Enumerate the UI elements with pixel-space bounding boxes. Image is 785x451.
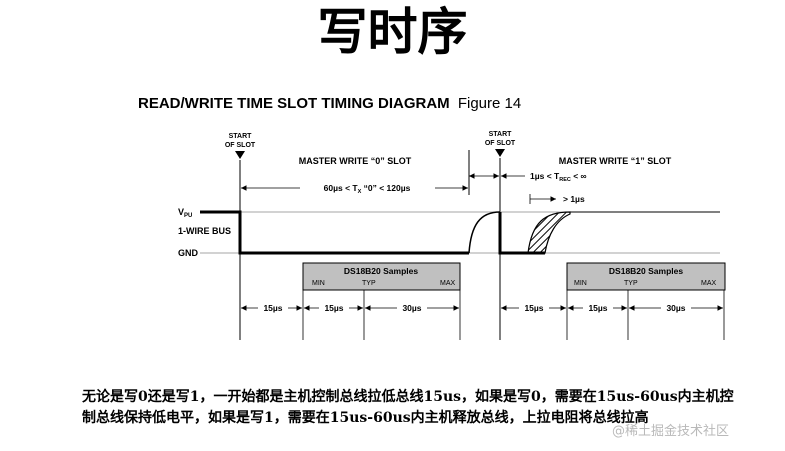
bus-waveform-write1 <box>498 212 528 255</box>
write1-duration-2: 15µs <box>588 303 607 313</box>
start-of-slot-2-line1: START <box>489 131 513 138</box>
watermark: @稀土掘金技术社区 <box>612 424 730 439</box>
bus-label: 1-WIRE BUS <box>178 226 231 236</box>
write1-samples-title: DS18B20 Samples <box>609 266 683 276</box>
diagram-heading-figure: Figure 14 <box>458 95 521 112</box>
write0-samples-box <box>302 262 461 291</box>
start-arrow-1 <box>235 151 245 159</box>
bus-rise-write0 <box>468 211 501 254</box>
slide-title: 写时序 <box>317 2 468 61</box>
bus-release-hatched <box>527 211 571 254</box>
start-of-slot-1-line2: OF SLOT <box>225 142 256 149</box>
start-arrow-2 <box>495 149 505 157</box>
write1-duration-1: 15µs <box>524 303 543 313</box>
release-label: > 1µs <box>563 194 585 204</box>
write1-samples-box <box>566 262 726 291</box>
write0-max: MAX <box>440 280 456 287</box>
write0-min: MIN <box>312 280 325 287</box>
diagram-heading-bold: READ/WRITE TIME SLOT TIMING DIAGRAM <box>138 95 450 112</box>
diagram-heading: READ/WRITE TIME SLOT TIMING DIAGRAM Figu… <box>138 95 521 112</box>
write0-duration-1: 15µs <box>263 303 282 313</box>
vpu-label: VPU <box>178 207 192 219</box>
recovery-timing-label: 1µs < TREC < ∞ <box>530 171 587 183</box>
write1-slot-label: MASTER WRITE “1” SLOT <box>559 156 672 166</box>
write0-slot-label: MASTER WRITE “0” SLOT <box>299 156 412 166</box>
gnd-label: GND <box>178 248 199 258</box>
bus-waveform-write0 <box>200 210 469 255</box>
write1-duration-3: 30µs <box>666 303 685 313</box>
write0-duration-2: 15µs <box>324 303 343 313</box>
write0-typ: TYP <box>362 280 376 287</box>
write1-max: MAX <box>701 280 717 287</box>
start-of-slot-1-line1: START <box>229 133 253 140</box>
write0-samples-title: DS18B20 Samples <box>344 266 418 276</box>
write1-typ: TYP <box>624 280 638 287</box>
start-of-slot-2-line2: OF SLOT <box>485 140 516 147</box>
write0-duration-3: 30µs <box>402 303 421 313</box>
explanation-caption: 无论是写0还是写1，一开始都是主机控制总线拉低总线15us，如果是写0，需要在1… <box>82 389 734 426</box>
write1-min: MIN <box>574 280 587 287</box>
write0-timing-label: 60µs < TX “0” < 120µs <box>324 183 411 195</box>
